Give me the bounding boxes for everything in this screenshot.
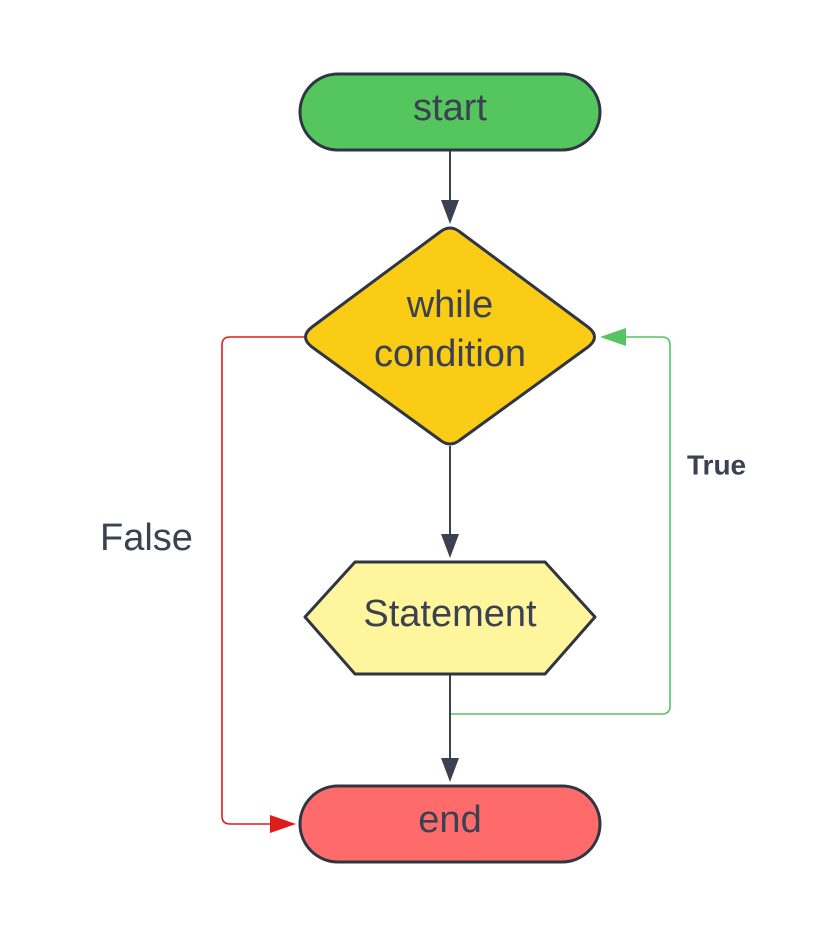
- arrowhead-icon: [600, 328, 626, 346]
- edge-true-loop: [451, 328, 671, 715]
- false-edge-label: False: [100, 517, 193, 559]
- condition-node: while condition: [304, 226, 596, 446]
- start-node: start: [298, 72, 602, 152]
- condition-node-label-line-1: while: [406, 284, 494, 326]
- edge-start-to-condition: [441, 150, 459, 224]
- condition-node-label-line-2: condition: [374, 333, 526, 375]
- statement-node-label: Statement: [363, 593, 537, 635]
- true-edge-label: True: [687, 450, 746, 481]
- arrowhead-icon: [441, 758, 459, 782]
- edge-false-branch: [221, 336, 304, 833]
- edge-statement-to-end: [441, 674, 459, 782]
- arrowhead-icon: [441, 534, 459, 558]
- start-node-label: start: [413, 87, 487, 129]
- end-node-label: end: [418, 799, 481, 841]
- end-node: end: [298, 784, 602, 864]
- arrowhead-icon: [270, 815, 296, 833]
- edge-condition-to-statement: [441, 446, 459, 558]
- arrowhead-icon: [441, 200, 459, 224]
- statement-node: Statement: [303, 560, 597, 676]
